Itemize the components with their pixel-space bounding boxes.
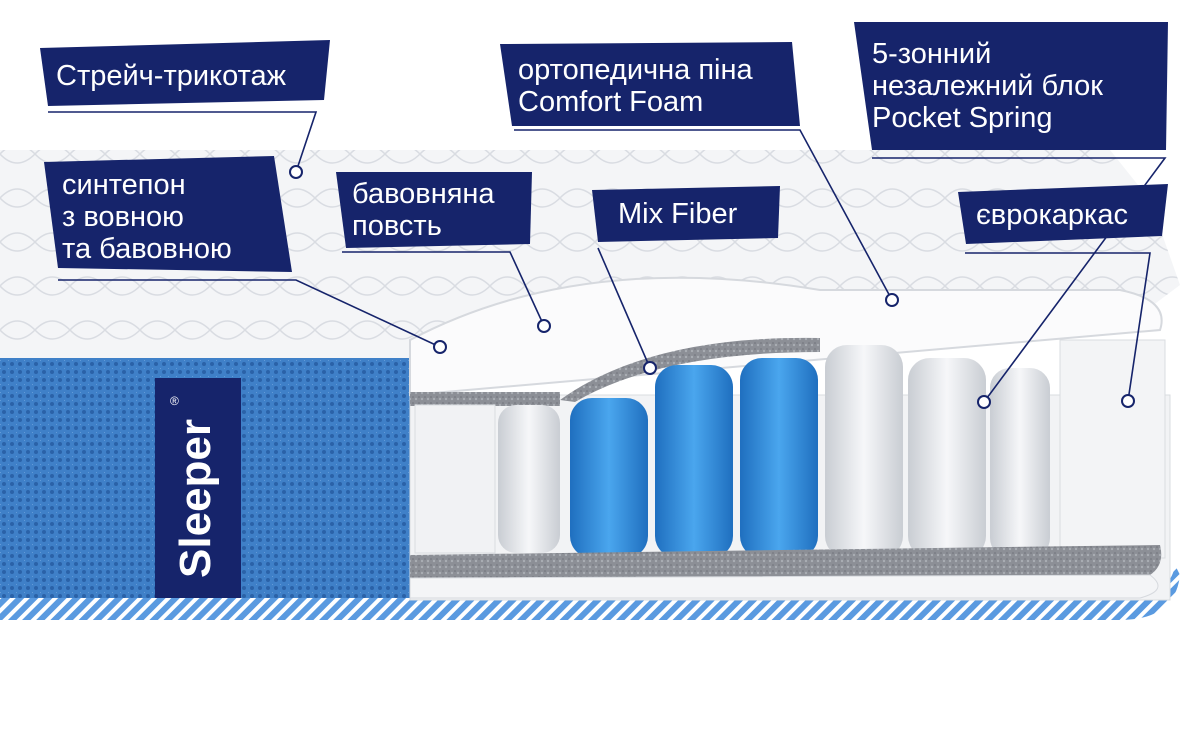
label-pocket-spring: 5-зонний незалежний блок Pocket Spring <box>872 38 1103 134</box>
leader-dot-icon <box>977 395 991 409</box>
bottom-foam <box>409 574 1159 599</box>
label-euroframe: єврокаркас <box>976 199 1128 231</box>
leader-dot-icon <box>1121 394 1135 408</box>
bottom-stripe-border <box>0 565 1180 620</box>
callout-backgrounds <box>40 22 1168 272</box>
leader-dot-icon <box>433 340 447 354</box>
label-mix-fiber: Mix Fiber <box>618 198 738 230</box>
leader-dot-icon <box>885 293 899 307</box>
leader-dot-icon <box>289 165 303 179</box>
spring-white-left <box>498 405 560 553</box>
felt-left <box>410 392 560 406</box>
leader-dot-icon <box>537 319 551 333</box>
leader-lines <box>48 111 1167 403</box>
spring-blue-2 <box>655 365 733 558</box>
spring-white-2 <box>908 358 986 558</box>
spring-white-3 <box>990 368 1050 558</box>
section-top-layer <box>409 276 1163 397</box>
side-foam-left <box>414 404 496 554</box>
bottom-felt <box>410 545 1162 578</box>
label-sintepon: синтепон з вовною та бавовною <box>62 169 232 265</box>
label-cotton-felt: бавовняна повсть <box>352 178 495 242</box>
logo-plate <box>155 378 241 598</box>
spring-blue-1 <box>570 398 648 558</box>
label-stretch-knit: Стрейч-трикотаж <box>56 60 287 92</box>
pocket-springs <box>414 339 1166 559</box>
brand-logo: Sleeper <box>171 419 220 578</box>
leader-dot-icon <box>643 361 657 375</box>
spring-blue-3 <box>740 358 818 558</box>
euroframe-block <box>1059 339 1166 559</box>
spring-white-1 <box>825 345 903 558</box>
registered-mark: ® <box>170 394 179 408</box>
label-comfort-foam: ортопедична піна Comfort Foam <box>518 54 753 118</box>
mix-fiber-layer <box>560 337 820 402</box>
